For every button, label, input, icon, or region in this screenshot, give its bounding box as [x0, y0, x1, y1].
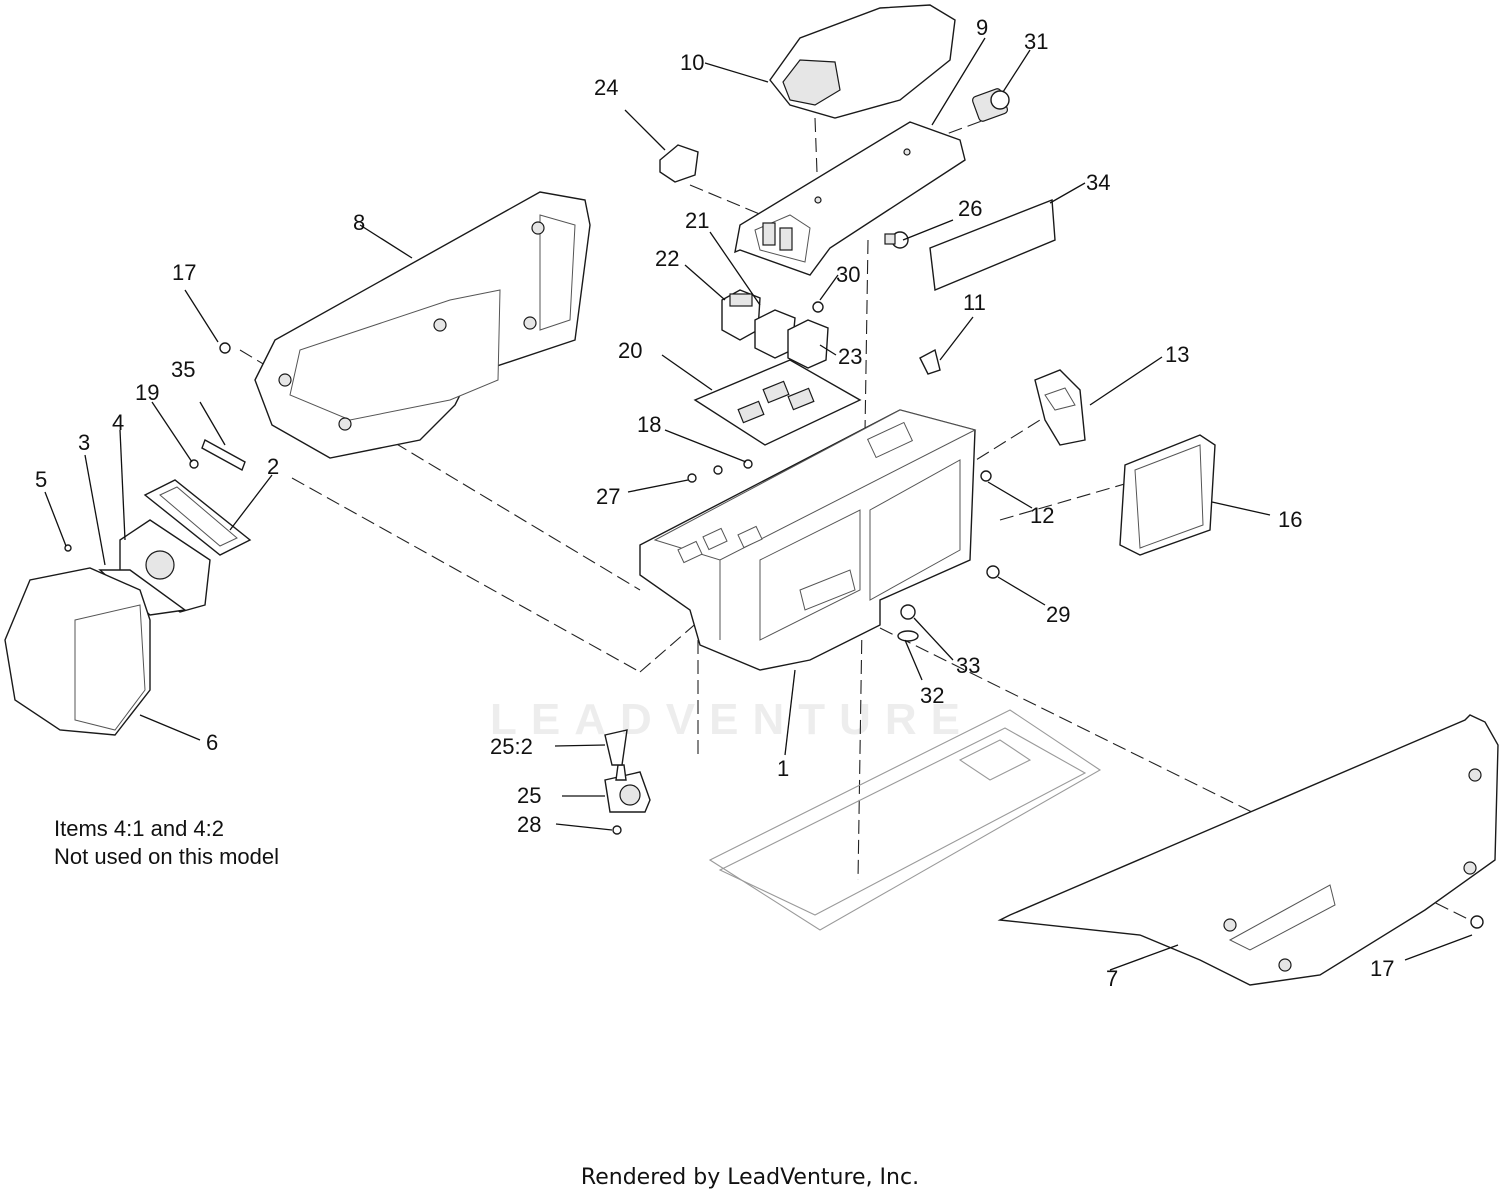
callout-24: 24: [594, 75, 618, 100]
callout-26: 26: [958, 196, 982, 221]
callout-19: 19: [135, 380, 159, 405]
callout-4: 4: [112, 410, 124, 435]
callout-labels: 1 2 3 4 5 6 7 8 9 10 11 12 13 16 17 17 1…: [35, 15, 1394, 991]
part-34-decal: [929, 199, 1056, 292]
callout-31: 31: [1024, 29, 1048, 54]
part-35-strip: [201, 438, 246, 472]
floor-plate-reference: [708, 709, 1102, 931]
watermark-text: LEADVENTURE: [490, 695, 975, 744]
callout-9: 9: [976, 15, 988, 40]
part-9-console-housing: [734, 121, 966, 276]
callout-10: 10: [680, 50, 704, 75]
callout-29: 29: [1046, 602, 1070, 627]
part-2-gasket: [143, 479, 252, 556]
callout-7: 7: [1106, 966, 1118, 991]
part-7-right-lower-shroud: [997, 714, 1499, 986]
part-29-bolt: [986, 565, 1000, 579]
part-26-knob: [884, 231, 909, 249]
callout-16: 16: [1278, 507, 1302, 532]
part-13-bracket: [1034, 369, 1086, 446]
callout-25: 25: [517, 783, 541, 808]
part-23-rocker-switch: [787, 319, 829, 369]
callout-3: 3: [78, 430, 90, 455]
part-28-washer: [612, 825, 622, 835]
part-27-screw-b: [713, 465, 723, 475]
callout-13: 13: [1165, 342, 1189, 367]
callout-17-right: 17: [1370, 956, 1394, 981]
callout-27: 27: [596, 484, 620, 509]
callout-1: 1: [777, 756, 789, 781]
part-12-bolt: [980, 470, 992, 482]
callout-5: 5: [35, 467, 47, 492]
part-17-screw-right: [1470, 915, 1484, 929]
part-20-switch-panel: [693, 359, 862, 446]
part-31-power-outlet: [971, 88, 1010, 122]
callout-28: 28: [517, 812, 541, 837]
callout-30: 30: [836, 262, 860, 287]
note-line-2: Not used on this model: [54, 844, 280, 869]
part-1-console-frame: [639, 409, 977, 671]
part-24-switch-cap: [659, 144, 699, 183]
callout-34: 34: [1086, 170, 1110, 195]
callout-22: 22: [655, 246, 679, 271]
callout-2: 2: [267, 454, 279, 479]
callout-23: 23: [838, 344, 862, 369]
model-note: Items 4:1 and 4:2 Not used on this model: [54, 815, 279, 871]
callout-11: 11: [963, 290, 986, 315]
callout-20: 20: [618, 338, 642, 363]
part-11-clip: [919, 348, 941, 375]
part-25-2-knob: [604, 729, 628, 766]
callout-17-left: 17: [172, 260, 196, 285]
leader-lines: [44, 37, 1473, 971]
callout-32: 32: [920, 683, 944, 708]
callout-12: 12: [1030, 503, 1054, 528]
callout-18: 18: [637, 412, 661, 437]
part-33-bolt: [900, 604, 916, 620]
callout-8: 8: [353, 210, 365, 235]
render-credit: Rendered by LeadVenture, Inc.: [580, 1165, 920, 1190]
callout-21: 21: [685, 208, 709, 233]
part-32-washer: [897, 630, 919, 642]
callout-33: 33: [956, 653, 980, 678]
callout-25-2: 25:2: [490, 734, 533, 759]
callout-6: 6: [206, 730, 218, 755]
part-25-lever-assembly: [604, 764, 651, 813]
small-fasteners: [189, 342, 1484, 929]
part-27-screw: [687, 473, 697, 483]
callout-35: 35: [171, 357, 195, 382]
part-5-screw: [64, 544, 72, 552]
part-8-left-upper-shroud: [254, 191, 591, 459]
part-30-nut: [812, 301, 824, 313]
part-10-armrest-pad: [769, 4, 956, 119]
part-16-cover-plate: [1119, 434, 1216, 556]
part-17-screw-left: [219, 342, 231, 354]
note-line-1: Items 4:1 and 4:2: [54, 816, 224, 841]
part-6-cup-holder: [4, 567, 151, 736]
